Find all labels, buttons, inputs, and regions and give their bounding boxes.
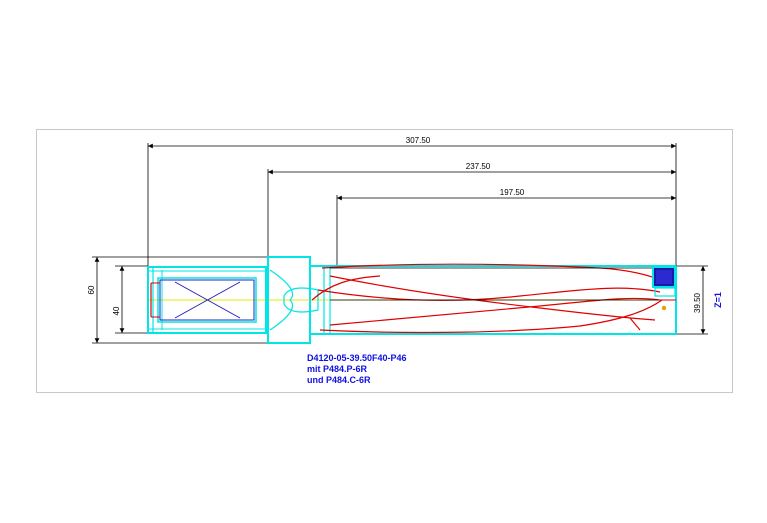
flute-edges <box>330 267 676 301</box>
title-line-3: und P484.C-6R <box>307 375 371 385</box>
extension-lines <box>92 143 708 344</box>
shank <box>147 266 267 334</box>
title-line-2: mit P484.P-6R <box>307 364 368 374</box>
dim-body-length: 237.50 <box>466 162 491 171</box>
teeth-label: Z=1 <box>713 292 723 308</box>
dimension-lines <box>94 143 706 343</box>
dim-drill-diameter: 39.50 <box>693 292 702 313</box>
flutes <box>311 263 666 334</box>
clamp-flat <box>150 279 255 321</box>
dim-clamp-diameter: 40 <box>112 306 121 315</box>
title-line-1: D4120-05-39.50F40-P46 <box>307 353 407 363</box>
dim-overall-length: 307.50 <box>406 136 431 145</box>
dim-flute-length: 197.50 <box>500 188 525 197</box>
dim-shank-diameter: 60 <box>87 285 96 294</box>
insert-tip <box>652 266 676 311</box>
